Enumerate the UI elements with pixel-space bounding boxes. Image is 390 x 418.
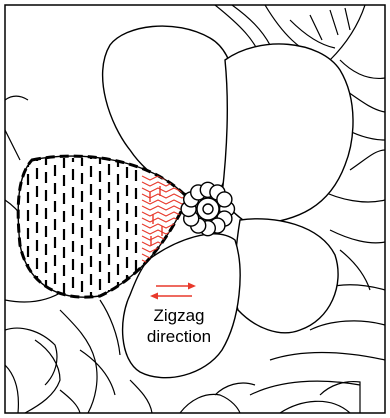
right-bottom-petal xyxy=(235,219,338,333)
caption-line-2: direction xyxy=(124,326,234,347)
caption-line-1: Zigzag xyxy=(124,305,234,326)
zigzag-direction-caption: Zigzag direction xyxy=(124,305,234,347)
right-top-petal xyxy=(222,44,353,225)
